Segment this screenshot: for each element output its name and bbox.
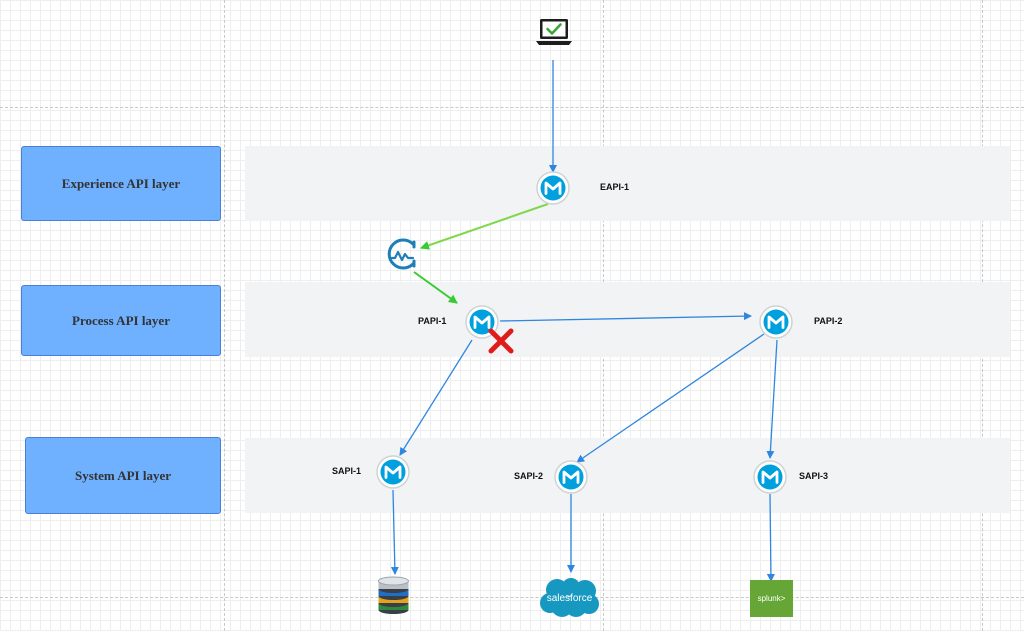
edge-sapi3-to-splunk[interactable] <box>766 493 775 582</box>
edge-sapi1-to-database[interactable] <box>390 489 399 575</box>
edge-eapi1-to-queue[interactable] <box>420 203 549 250</box>
sapi2-mule-icon[interactable] <box>554 460 588 494</box>
experience-layer-label[interactable]: Experience API layer <box>21 146 221 221</box>
edge-papi2-to-sapi2[interactable] <box>576 333 765 463</box>
message-queue-icon[interactable] <box>383 236 419 272</box>
splunk-label: splunk> <box>757 594 786 603</box>
sapi2-label: SAPI-2 <box>514 471 544 481</box>
sapi3-mule-icon[interactable] <box>753 460 787 494</box>
eapi1-label: EAPI-1 <box>600 182 630 192</box>
sapi3-label: SAPI-3 <box>799 471 829 481</box>
sapi1-label: SAPI-1 <box>332 466 362 476</box>
salesforce-label: salesforce <box>547 593 593 604</box>
edge-queue-to-papi1[interactable] <box>413 271 458 304</box>
process-layer-band <box>245 282 1010 357</box>
page-guide-horizontal <box>0 597 1024 598</box>
papi1-label: PAPI-1 <box>418 316 447 326</box>
edge-papi1-to-sapi1[interactable] <box>399 339 473 456</box>
page-guide-horizontal <box>0 107 1024 108</box>
database-icon[interactable] <box>376 575 411 615</box>
sapi1-mule-icon[interactable] <box>376 455 410 489</box>
papi2-label: PAPI-2 <box>814 316 843 326</box>
salesforce-cloud-icon[interactable]: salesforce <box>538 577 601 618</box>
page-guide-vertical <box>224 0 225 631</box>
splunk-icon[interactable]: splunk> <box>750 580 793 617</box>
system-layer-band <box>245 438 1010 513</box>
experience-layer-band <box>245 146 1010 221</box>
eapi1-mule-icon[interactable] <box>536 171 570 205</box>
process-layer-label[interactable]: Process API layer <box>21 285 221 356</box>
edge-papi1-to-papi2[interactable] <box>499 312 752 322</box>
system-layer-label[interactable]: System API layer <box>25 437 221 514</box>
papi2-mule-icon[interactable] <box>759 305 793 339</box>
laptop-check-icon[interactable] <box>535 17 573 49</box>
error-cross-icon <box>488 328 514 354</box>
edge-papi2-to-sapi3[interactable] <box>766 339 778 459</box>
